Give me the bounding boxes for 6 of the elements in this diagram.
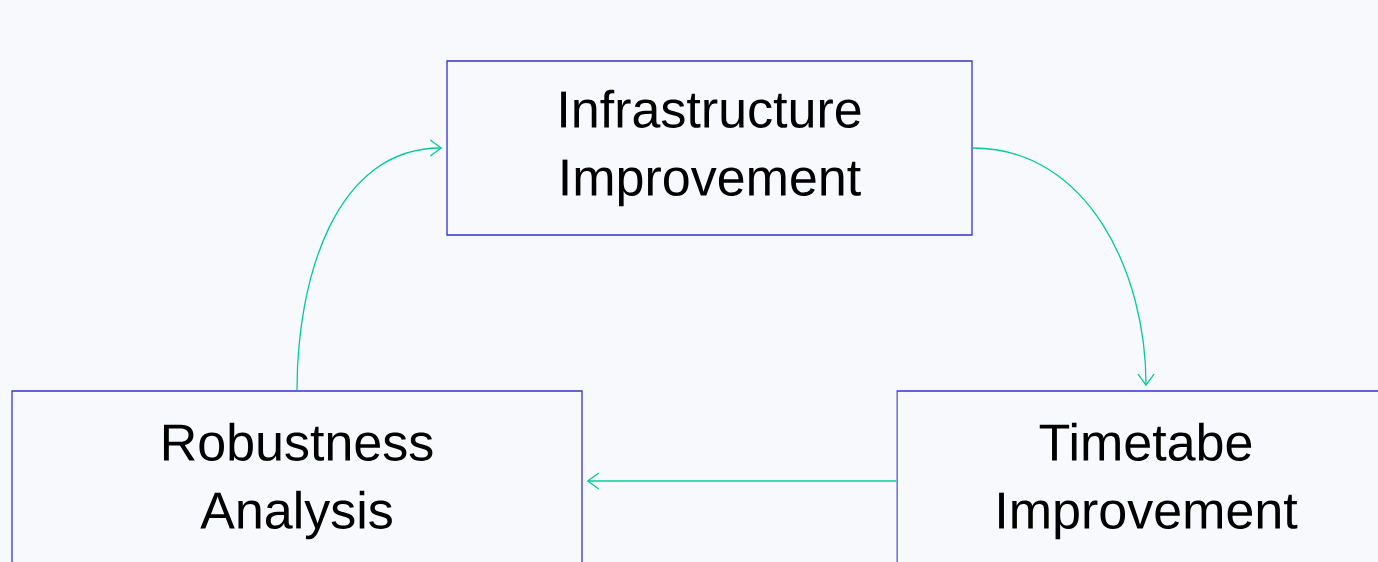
arrow [972, 147, 1155, 387]
process-box: Infrastructure Improvement [446, 60, 973, 236]
arrow [296, 139, 443, 391]
arrow [586, 472, 897, 490]
process-box: Robustness Analysis [11, 390, 583, 562]
process-box: Timetabe Improvement [896, 390, 1378, 562]
